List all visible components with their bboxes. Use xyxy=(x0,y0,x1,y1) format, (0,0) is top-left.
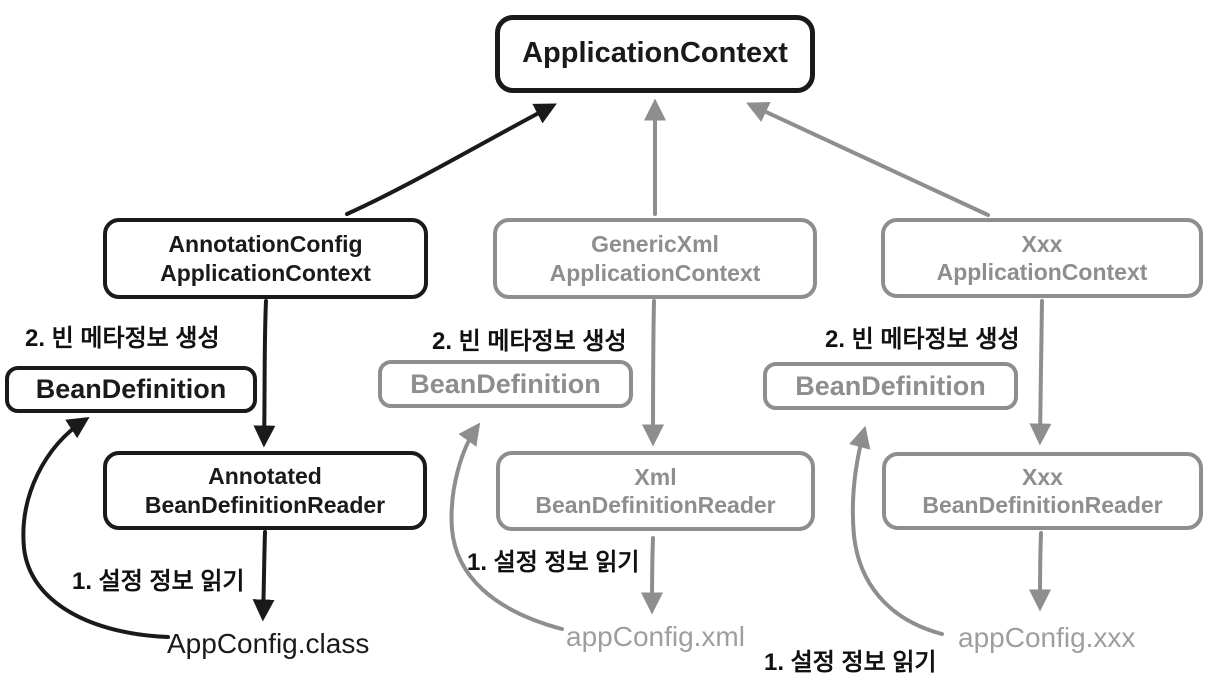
beandefinition-box-xml: BeanDefinition xyxy=(378,360,633,408)
arrow-xmlreader-to-appconfig-xml xyxy=(641,536,664,615)
beandefinition-box-xxx: BeanDefinition xyxy=(763,362,1018,410)
reader-box-line2: BeanDefinitionReader xyxy=(535,492,776,518)
applicationcontext-box: ApplicationContext xyxy=(495,15,815,93)
reader-box-line2: BeanDefinitionReader xyxy=(144,491,386,518)
arrow-xxxcontext-to-xxxreader xyxy=(1029,299,1052,446)
arrow-annotationcontext-to-applicationcontext xyxy=(345,103,557,216)
arrow-reader-to-appconfig-class xyxy=(252,530,275,622)
xml-reader-box: Xml BeanDefinitionReader xyxy=(496,451,815,531)
reader-box-line1: Xml xyxy=(634,463,677,490)
arrow-genericxml-to-xmlreader xyxy=(642,299,665,447)
context-box-line1: GenericXml xyxy=(591,231,719,258)
xxx-context-box: Xxx ApplicationContext xyxy=(881,218,1203,298)
context-box-line2: ApplicationContext xyxy=(936,259,1148,285)
arrow-xxxcontext-to-applicationcontext xyxy=(746,102,990,217)
applicationcontext-label: ApplicationContext xyxy=(522,37,788,70)
step2-label-xxx: 2. 빈 메타정보 생성 xyxy=(825,326,1020,353)
context-box-line2: ApplicationContext xyxy=(160,259,371,286)
appconfig-xxx-text: appConfig.xxx xyxy=(958,622,1136,653)
beandefinition-label: BeanDefinition xyxy=(410,368,601,399)
reader-box-line1: Xxx xyxy=(1022,463,1063,490)
genericxml-context-box: GenericXml ApplicationContext xyxy=(493,218,817,299)
beandefinition-box-annotation: BeanDefinition xyxy=(5,366,257,413)
step2-label-xml: 2. 빈 메타정보 생성 xyxy=(432,328,627,355)
appconfig-class-text: AppConfig.class xyxy=(167,628,370,659)
step1-label-annotation: 1. 설정 정보 읽기 xyxy=(72,568,245,595)
xxx-reader-box: Xxx BeanDefinitionReader xyxy=(882,452,1203,530)
appconfig-xml-text: appConfig.xml xyxy=(566,621,745,652)
context-box-line1: AnnotationConfig xyxy=(168,231,363,258)
context-box-line1: Xxx xyxy=(1021,230,1063,257)
reader-box-line1: Annotated xyxy=(208,463,322,490)
beandefinition-label: BeanDefinition xyxy=(35,374,227,405)
annotated-reader-box: Annotated BeanDefinitionReader xyxy=(103,451,427,530)
step2-label-annotation: 2. 빈 메타정보 생성 xyxy=(25,325,220,352)
context-box-line2: ApplicationContext xyxy=(549,259,761,286)
beandefinition-label: BeanDefinition xyxy=(795,370,986,401)
annotationconfig-context-box: AnnotationConfig ApplicationContext xyxy=(103,218,428,299)
arrow-annotationcontext-to-reader xyxy=(253,299,276,448)
step1-label-xml: 1. 설정 정보 읽기 xyxy=(467,549,640,576)
arrow-xxxreader-to-appconfig-xxx xyxy=(1029,531,1052,612)
step1-label-xxx: 1. 설정 정보 읽기 xyxy=(764,649,937,674)
reader-box-line2: BeanDefinitionReader xyxy=(922,492,1163,518)
